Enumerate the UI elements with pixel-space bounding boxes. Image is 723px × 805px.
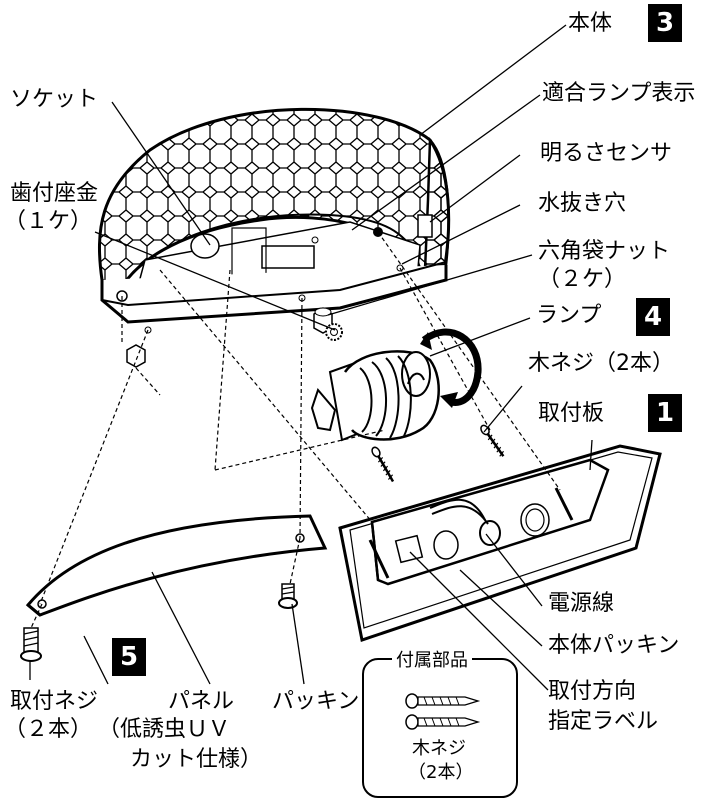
label-drain-hole: 水抜き穴 <box>538 191 627 216</box>
label-panel-spec-1: （低誘虫ＵＶ <box>98 717 231 742</box>
wood-screws <box>371 424 505 483</box>
accessories-title: 付属部品 <box>392 650 472 673</box>
label-wood-screw: 木ネジ（2本） <box>528 351 674 376</box>
accessories-item: 木ネジ <box>412 738 466 759</box>
label-lamp: ランプ <box>536 303 602 328</box>
label-lamp-display: 適合ランプ表示 <box>542 81 696 106</box>
label-mount-screw: 取付ネジ <box>10 689 99 714</box>
label-hex-nut: 六角袋ナット <box>538 239 671 264</box>
label-power-cable: 電源線 <box>548 591 615 616</box>
assembly-guides <box>30 231 561 629</box>
lamp-body-housing <box>97 107 451 334</box>
label-toothed-washer-qty: （１ケ） <box>4 209 93 234</box>
step-badge-5: 5 <box>112 638 146 676</box>
spiral-lamp <box>310 328 482 442</box>
label-mount-plate: 取付板 <box>538 401 605 426</box>
label-panel-spec-2: カット仕様） <box>130 747 263 772</box>
step-badge-1: 1 <box>648 394 682 432</box>
mounting-plate <box>338 444 662 642</box>
leader-lines <box>29 24 593 691</box>
label-direction-1: 取付方向 <box>548 679 637 704</box>
step-badge-3: 3 <box>648 4 682 42</box>
label-toothed-washer: 歯付座金 <box>10 181 99 206</box>
label-light-sensor: 明るさセンサ <box>540 141 673 166</box>
accessories-qty: （2本） <box>408 762 474 783</box>
panel-gasket <box>278 583 298 609</box>
label-mount-screw-qty: （２本） <box>4 717 93 742</box>
label-panel: パネル <box>168 689 235 714</box>
toothed-washer <box>325 323 343 341</box>
label-hex-nut-qty: （２ケ） <box>538 267 627 292</box>
label-direction-2: 指定ラベル <box>548 709 659 734</box>
label-body: 本体 <box>568 11 613 36</box>
accessory-screws <box>405 693 481 730</box>
panel-screw <box>20 627 42 662</box>
step-badge-4: 4 <box>636 298 670 336</box>
label-gasket: パッキン <box>272 689 360 714</box>
front-panel <box>25 514 328 617</box>
label-body-gasket: 本体パッキン <box>548 633 680 658</box>
label-socket: ソケット <box>10 87 99 112</box>
